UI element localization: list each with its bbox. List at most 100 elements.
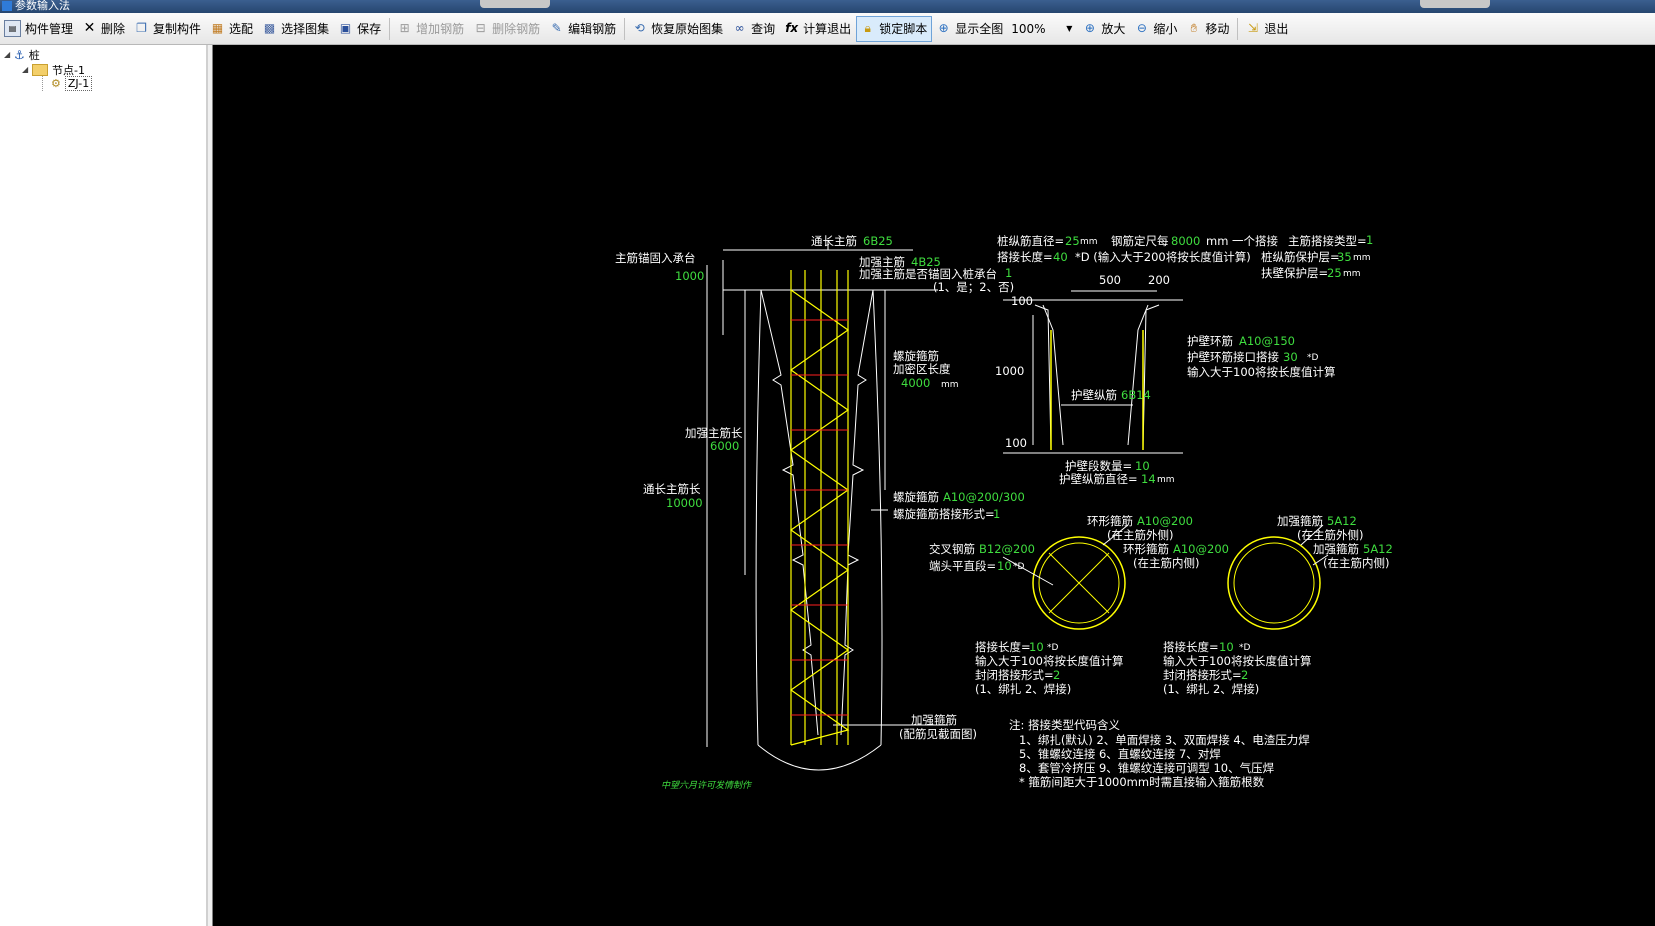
zoom-select[interactable] [1008,18,1067,39]
full-main-value[interactable]: 6B25 [863,234,893,248]
wallcover-value[interactable]: 25 [1327,266,1342,280]
s2-closed-value[interactable]: 2 [1241,668,1249,682]
s1-outer-value[interactable]: A10@200 [1137,514,1193,528]
notes-line-2: 5、锥螺纹连接 6、直螺纹连接 7、对焊 [1019,747,1221,761]
s1-cross-value[interactable]: B12@200 [979,542,1035,556]
pile-right-edge [840,289,883,746]
leader-line [1102,524,1129,546]
save-button[interactable]: ▣保存 [339,21,382,36]
select-match-button[interactable]: ▦选配 [211,21,254,36]
toolbar-separator [389,17,391,40]
anchor-value[interactable]: 1000 [675,269,705,283]
dim-200: 200 [1148,273,1170,287]
s1-closed-value[interactable]: 2 [1053,668,1061,682]
ring-lap-note: 输入大于100将按长度值计算 [1187,365,1336,379]
s2-lap-note: 输入大于100将按长度值计算 [1163,654,1312,668]
calc-exit-icon: fx [785,21,799,35]
wall-outer-edges [1034,304,1160,451]
reinf-len-value[interactable]: 6000 [710,439,740,453]
spiral-lap-value[interactable]: 1 [993,507,1001,521]
laplen-tail: *D (输入大于200将按长度值计算) [1075,250,1251,264]
zoom-in-button[interactable]: ⊕放大 [1078,16,1130,42]
collapse-icon[interactable]: ◢ [22,65,29,74]
collapse-icon[interactable]: ◢ [4,50,11,59]
window-tab[interactable] [480,0,550,8]
laplen-value[interactable]: 40 [1053,250,1068,264]
window-title: 参数输入法 [15,0,70,12]
fixlen-value[interactable]: 8000 [1171,234,1201,248]
reinf-stirrup-label: 加强箍筋 [911,713,957,727]
s1-lap-value[interactable]: 10 [1029,640,1044,654]
section-2 [1227,524,1329,630]
query-button[interactable]: ∞查询 [728,16,780,42]
tree-node-joint[interactable]: ◢节点-1 [22,63,85,77]
delete-button[interactable]: ✕删除 [83,20,126,37]
spiral-stirrup-value[interactable]: A10@200/300 [943,490,1025,504]
drawing-canvas[interactable]: 主筋锚固入承台 1000 通长主筋 6B25 加强主筋 4B25 加强主筋是否锚… [212,45,1655,926]
save-icon: ▣ [339,21,352,35]
ring-value[interactable]: A10@150 [1239,334,1295,348]
full-len-value[interactable]: 10000 [666,496,703,510]
spiral-label: 螺旋箍筋 [893,349,939,363]
s1-closed-label: 封闭搭接形式= [975,668,1054,682]
pile-dia-unit: mm [1080,237,1098,247]
edit-rebar-button[interactable]: ✎编辑钢筋 [545,16,621,42]
show-all-button[interactable]: ⊕显示全图 [932,16,1008,42]
app-icon [2,1,12,11]
select-atlas-button[interactable]: ▩选择图集 [263,21,330,36]
tree-node-zj1[interactable]: ⚙ZJ-1 [42,76,93,91]
wall-long-dia-value[interactable]: 14 [1141,472,1156,486]
move-icon: ✋︎ [1190,21,1198,35]
s1-lap-note: 输入大于100将按长度值计算 [975,654,1124,668]
dense-value[interactable]: 4000 [901,376,931,390]
toolbar-separator [1237,17,1239,40]
wallcover-unit: mm [1343,269,1361,279]
restore-atlas-button[interactable]: ⟲恢复原始图集 [628,16,728,42]
s1-closed-options: (1、绑扎 2、焊接) [975,682,1072,696]
window-control[interactable] [1420,0,1490,8]
component-manager-button[interactable]: ▤构件管理 [0,16,78,42]
s2-lap-label: 搭接长度= [1163,640,1219,654]
reinf-main-value[interactable]: 4B25 [911,255,941,269]
zoom-out-button[interactable]: ⊖缩小 [1130,16,1182,42]
pile-node-icon: ⚓︎ [14,47,25,62]
delete-rebar-icon: ⊟ [475,21,486,35]
dense-unit: mm [941,380,959,390]
s2-inner-value[interactable]: 5A12 [1363,542,1393,556]
copy-component-button[interactable]: ❐复制构件 [130,16,206,42]
cover-label: 桩纵筋保护层= [1261,250,1340,264]
cross-bar [1048,552,1110,614]
exit-button[interactable]: ⇲退出 [1241,16,1293,42]
folder-icon [32,63,48,76]
binoculars-icon: ∞ [734,21,745,35]
s1-inner-label: 环形箍筋 [1123,542,1169,556]
move-button[interactable]: ✋︎移动 [1182,16,1234,42]
tree-node-pile[interactable]: ◢⚓︎桩 [4,47,40,62]
laptype-value[interactable]: 1 [1366,233,1374,247]
spiral-lap-label: 螺旋箍筋搭接形式= [893,507,995,521]
delete-rebar-button[interactable]: ⊟删除钢筋 [469,16,545,42]
lock-script-button[interactable]: 🔒︎锁定脚本 [856,15,933,42]
s2-outer-value[interactable]: 5A12 [1327,514,1357,528]
add-rebar-button[interactable]: ⊞增加钢筋 [393,16,469,42]
pile-elevation [706,240,948,771]
anchor-label: 主筋锚固入承台 [615,251,696,265]
wall-long-value[interactable]: 6B14 [1121,388,1151,402]
pile-dia-value[interactable]: 25 [1065,234,1080,248]
reinf-anchor-value[interactable]: 1 [1005,266,1013,280]
s1-end-value[interactable]: 10 [997,559,1012,573]
wall-count-value[interactable]: 10 [1135,459,1150,473]
wallcover-label: 扶壁保护层= [1261,266,1329,280]
chevron-down-icon[interactable]: ▼ [1066,24,1073,33]
title-bar: 参数输入法 [0,0,1655,13]
cover-value[interactable]: 35 [1337,250,1352,264]
wall-long-dia-unit: mm [1157,475,1175,485]
s2-lap-value[interactable]: 10 [1219,640,1234,654]
edit-rebar-icon: ✎ [551,21,562,35]
ring-lap-value[interactable]: 30 [1283,350,1298,364]
s1-inner-value[interactable]: A10@200 [1173,542,1229,556]
full-main-label: 通长主筋 [811,234,857,248]
pile-dia-label: 桩纵筋直径= [997,234,1065,248]
spiral-stirrup-label: 螺旋箍筋 [893,490,939,504]
